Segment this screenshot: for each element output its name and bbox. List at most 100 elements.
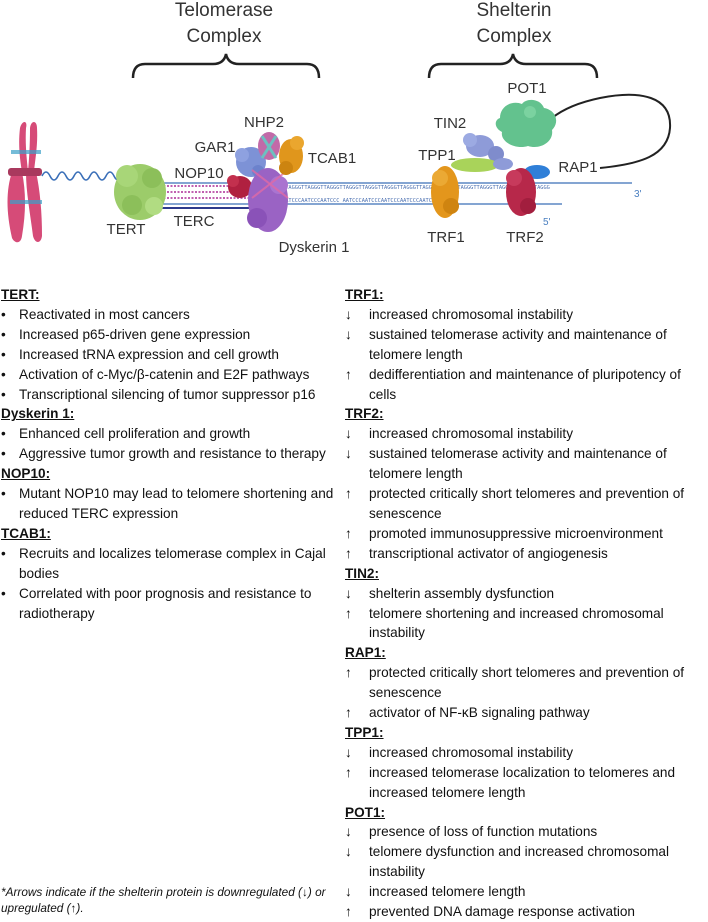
shelterin-heading-line2: Complex xyxy=(477,26,552,47)
arrow-up-icon: ↑ xyxy=(345,705,352,721)
bullet-icon: • xyxy=(1,426,6,442)
trf2-protein-icon xyxy=(506,168,536,216)
bullet-icon: • xyxy=(1,545,6,561)
list-item: ↓increased chromosomal instability xyxy=(345,424,707,444)
nop10-protein-icon xyxy=(227,175,252,198)
list-item: • Reactivated in most cancers xyxy=(1,305,336,325)
trf1-protein-icon xyxy=(431,166,459,218)
list-item: • Increased tRNA expression and cell grow… xyxy=(1,345,336,365)
item-text: sustained telomerase activity and mainte… xyxy=(369,446,667,482)
arrow-down-icon: ↓ xyxy=(345,446,352,462)
chromosome-icon xyxy=(7,122,42,243)
arrow-up-icon: ↑ xyxy=(345,366,352,382)
section-title: TIN2: xyxy=(345,565,379,581)
list-item: ↑ increased telomerase localization to te… xyxy=(345,763,707,803)
item-text: Recruits and localizes telomerase comple… xyxy=(19,545,326,581)
dna-coil xyxy=(41,171,127,181)
pot1-protein-icon xyxy=(495,99,557,148)
bullet-icon: • xyxy=(1,346,6,362)
arrow-down-icon: ↓ xyxy=(345,844,352,860)
list-item: ↓sustained telomerase activity and maint… xyxy=(345,325,707,365)
dyskerin-protein-icon xyxy=(247,168,289,232)
list-item: ↓ sustained telomerase activity and maint… xyxy=(345,444,707,484)
section-tpp1: TPP1: ↓ increased chromosomal instability ↑… xyxy=(345,723,707,803)
arrow-up-icon: ↑ xyxy=(345,665,352,681)
item-text: Aggressive tumor growth and resistance t… xyxy=(19,446,326,462)
bullet-icon: • xyxy=(1,585,6,601)
list-item: ↑protected critically short telomeres an… xyxy=(345,663,707,703)
section-title: TRF2: xyxy=(345,406,384,422)
tin2-label: TIN2 xyxy=(434,115,467,132)
item-text: increased telomerase localization to tel… xyxy=(369,764,676,800)
list-item: ↑ telomere shortening and increased chrom… xyxy=(345,604,707,644)
tpp1-protein-icon xyxy=(451,158,513,172)
arrow-down-icon: ↓ xyxy=(345,744,352,760)
section-tin2: TIN2: ↓shelterin assembly dysfunction↑ tel… xyxy=(345,564,707,644)
trf2-label: TRF2 xyxy=(506,229,544,246)
section-trf2: TRF2:↓increased chromosomal instability↓… xyxy=(345,404,707,563)
arrow-down-icon: ↓ xyxy=(345,884,352,900)
list-item: ↑ dedifferentiation and maintenance of pl… xyxy=(345,365,707,405)
bullet-icon: • xyxy=(1,446,6,462)
list-item: ↓shelterin assembly dysfunction xyxy=(345,584,707,604)
item-text: telomere shortening and increased chromo… xyxy=(369,605,664,641)
item-text: protected critically short telomeres and… xyxy=(369,486,685,521)
shelterin-heading-line1: Shelterin xyxy=(477,0,552,21)
bullet-icon: • xyxy=(1,326,6,342)
section-title: TPP1: xyxy=(345,724,384,740)
dna-5-prime-end: 5' xyxy=(543,217,551,228)
arrow-down-icon: ↓ xyxy=(345,824,352,840)
list-item: ↓telomere dysfunction and increased chro… xyxy=(345,842,707,882)
dna-strands: TTAGGGTTAGGGTTAGGGTTAGGGTTAGGGTTAGGGTTAG… xyxy=(118,182,642,228)
section-title: RAP1: xyxy=(345,645,386,661)
pot1-label: POT1 xyxy=(507,80,546,97)
telomerase-heading-line1: Telomerase xyxy=(175,0,273,21)
dna-3-prime-end: 3' xyxy=(634,189,642,200)
item-text: increased chromosomal instability xyxy=(369,744,573,760)
list-item: ↓increased telomere length xyxy=(345,882,707,902)
arrow-up-icon: ↑ xyxy=(345,904,352,920)
arrow-up-icon: ↑ xyxy=(345,545,352,561)
item-text: promoted immunosuppressive microenvironm… xyxy=(369,525,663,541)
list-item: • Increased p65-driven gene expression xyxy=(1,325,336,345)
bullet-icon: • xyxy=(1,306,6,322)
tert-protein-icon xyxy=(114,164,166,220)
section-title: TCAB1: xyxy=(1,525,51,541)
list-item: • Enhanced cell proliferation and growth xyxy=(1,424,336,444)
tcab1-protein-icon xyxy=(279,136,304,175)
dna-bottom-sequence: AATCCCAATCCCAATCCC AATCCCAATCCCAATCCCAAT… xyxy=(282,198,457,204)
section-trf1: TRF1:↓increased chromosomal instability↓… xyxy=(345,285,707,404)
item-text: Increased p65-driven gene expression xyxy=(19,326,251,342)
list-item: ↑ activator of NF-κB signaling pathway xyxy=(345,703,707,723)
arrow-down-icon: ↓ xyxy=(345,306,352,322)
shelterin-brace xyxy=(427,53,599,79)
list-item: ↓presence of loss of function mutations xyxy=(345,822,707,842)
arrow-up-icon: ↑ xyxy=(345,525,352,541)
bullet-icon: • xyxy=(1,366,6,382)
item-text: dedifferentiation and maintenance of plu… xyxy=(369,366,681,402)
list-item: ↑transcriptional activator of angiogenes… xyxy=(345,544,707,564)
list-item: • Mutant NOP10 may lead to telomere short… xyxy=(1,484,336,524)
footnote: *Arrows indicate if the shelterin protei… xyxy=(1,885,326,915)
item-text: Reactivated in most cancers xyxy=(19,306,190,322)
section-pot1: POT1:↓presence of loss of function mutat… xyxy=(345,803,707,922)
t-loop xyxy=(551,93,672,169)
arrow-down-icon: ↓ xyxy=(345,585,352,601)
arrow-up-icon: ↑ xyxy=(345,764,352,780)
section-nop10: NOP10:•Mutant NOP10 may lead to telomere… xyxy=(1,464,336,524)
item-text: activator of NF-κB signaling pathway xyxy=(369,705,590,721)
item-text: Increased tRNA expression and cell growt… xyxy=(19,346,279,362)
telomere-diagram: Telomerase Complex Shelterin Complex TTA… xyxy=(7,0,672,256)
gar1-label: GAR1 xyxy=(195,139,236,156)
item-text: Mutant NOP10 may lead to telomere shorte… xyxy=(19,486,334,521)
item-text: Enhanced cell proliferation and growth xyxy=(19,426,251,442)
telomerase-effects-column: TERT:•Reactivated in most cancers•Increa… xyxy=(1,285,336,623)
item-text: sustained telomerase activity and mainte… xyxy=(369,326,667,362)
section-rap1: RAP1: ↑protected critically short telomer… xyxy=(345,643,707,723)
arrow-up-icon: ↑ xyxy=(345,605,352,621)
list-item: •Transcriptional silencing of tumor supp… xyxy=(1,385,336,405)
bullet-icon: • xyxy=(1,486,6,502)
tpp1-label: TPP1 xyxy=(418,147,456,164)
list-item: •Correlated with poor prognosis and resi… xyxy=(1,584,336,624)
rap1-label: RAP1 xyxy=(558,159,597,176)
